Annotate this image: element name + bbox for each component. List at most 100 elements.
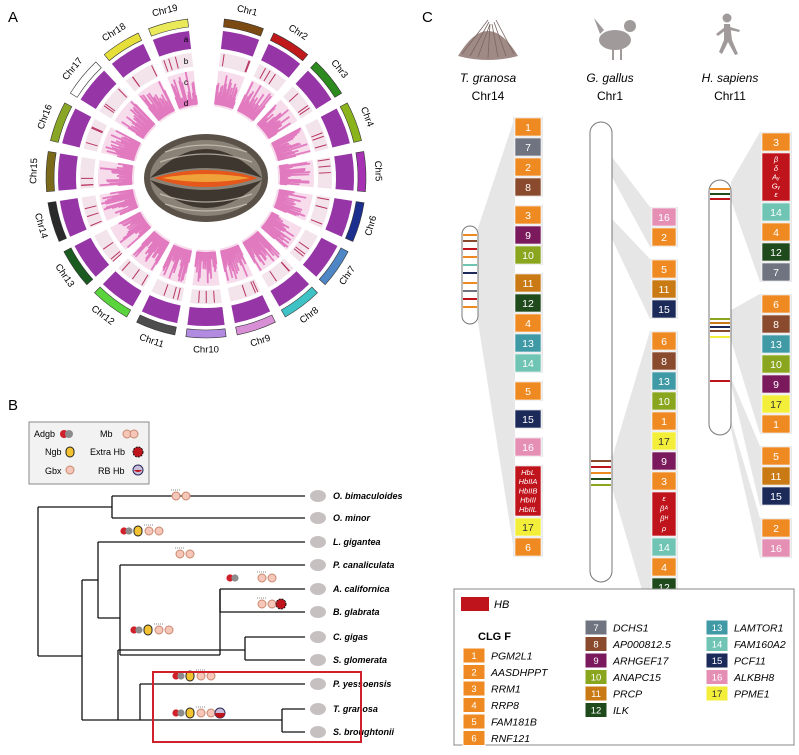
legend-number: 16 — [712, 673, 723, 684]
chromosome-label-chr19: Chr19 — [151, 3, 179, 20]
gene-number-label: 11 — [523, 278, 534, 290]
gbx-glyph — [172, 492, 180, 500]
track-b-chr15 — [58, 153, 78, 190]
species-icon — [310, 726, 326, 738]
legend-gene-name: AASDHPPT — [490, 667, 549, 679]
adgb-glyph — [125, 527, 132, 534]
gene-number-label: 5 — [661, 264, 667, 276]
legend-gene-name: ARHGEF17 — [612, 656, 670, 668]
chromosome-label-chr16: Chr16 — [35, 103, 54, 131]
gbx-glyph — [258, 574, 266, 582]
gene-number-label: 14 — [658, 542, 670, 554]
legend-gene-name: DCHS1 — [613, 623, 649, 635]
gene-number-label: 9 — [773, 379, 779, 391]
gene-number-label: 3 — [661, 476, 667, 488]
ideogram-band — [463, 306, 477, 308]
species-icon — [310, 536, 326, 548]
legend-number: 13 — [712, 623, 723, 634]
ngb-glyph — [186, 708, 194, 718]
legend-number: 15 — [712, 656, 723, 667]
legend-hb-swatch — [461, 597, 489, 611]
legend-number: 11 — [591, 689, 601, 700]
legend-number: 17 — [712, 689, 723, 700]
gene-number-label: 8 — [773, 319, 779, 331]
hb-gene-label: HbIIA — [519, 477, 538, 486]
legend-number: 12 — [591, 706, 602, 717]
legend-gene-name: AP000812.5 — [612, 639, 671, 651]
gene-number-label: 14 — [770, 207, 782, 219]
track-d-bar — [280, 184, 287, 185]
hb-gene-label: βᴬ — [659, 504, 668, 513]
legend-hb-label: HB — [494, 599, 509, 611]
gene-number-label: 6 — [773, 299, 779, 311]
track-b-chr5 — [334, 153, 354, 190]
chromosome-label-chr8: Chr8 — [298, 305, 321, 326]
legend-gene-name: PRCP — [613, 689, 642, 701]
ideogram-band — [591, 484, 611, 486]
legend-gene-name: FAM160A2 — [734, 639, 786, 651]
legend-number: 9 — [593, 656, 598, 667]
gene-number-label: 12 — [770, 247, 782, 259]
species-label: C. gigas — [333, 632, 368, 642]
track-c-chr15 — [80, 157, 96, 189]
species-label: L. gigantea — [333, 537, 381, 547]
chromosome-label-chr7: Chr7 — [337, 264, 358, 287]
gbx-glyph — [258, 600, 266, 608]
gbx-glyph — [176, 550, 184, 558]
gbx-glyph — [197, 672, 205, 680]
legend-gene-name: PGM2L1 — [491, 651, 532, 663]
adgb-glyph — [231, 574, 238, 581]
hb-gene-label: Aᵧ — [771, 173, 780, 182]
synteny-link — [612, 331, 650, 617]
ideogram-band — [463, 240, 477, 242]
hb-gene-label: HbIIB — [519, 486, 538, 495]
ideogram-band — [591, 466, 611, 468]
track-label-b: b — [184, 57, 189, 66]
legend-gene-name: LAMTOR1 — [734, 623, 783, 635]
legend-gene-name: RRP8 — [491, 700, 519, 712]
ideogram-band — [710, 188, 730, 190]
gene-number-label: 1 — [773, 419, 779, 431]
ideogram-band — [591, 478, 611, 480]
gene-number-label: 11 — [771, 471, 782, 483]
legend-gene-name: ANAPC15 — [612, 672, 661, 684]
legend-number: 10 — [591, 673, 602, 684]
legend-number: 2 — [471, 668, 476, 679]
chromosome-label-chr10: Chr10 — [193, 345, 219, 356]
gene-number-label: 16 — [770, 543, 782, 555]
ideogram-band — [463, 298, 477, 300]
chromosome-band-chr10 — [186, 329, 226, 338]
gene-number-label: 17 — [658, 436, 670, 448]
legend-gene-name: ALKBH8 — [733, 672, 774, 684]
gene-number-label: 13 — [522, 338, 534, 350]
hb-gene-label: ρ — [661, 524, 667, 533]
chromosome-band-chr15 — [46, 151, 56, 191]
ideogram-band — [463, 256, 477, 258]
chromosome-label-chr3: Chr3 — [328, 58, 350, 81]
clam-icon — [458, 20, 518, 60]
gene-number-label: 5 — [525, 386, 531, 398]
track-label-d: d — [184, 99, 188, 108]
track-b-chr1 — [221, 31, 259, 57]
gene-number-label: 13 — [658, 376, 670, 388]
chromosome-label-chr4: Chr4 — [358, 105, 376, 128]
legend-gbx: Gbx — [45, 466, 62, 476]
gene-number-label: 7 — [773, 267, 779, 279]
species-title: G. gallus — [586, 71, 633, 85]
species-title: H. sapiens — [702, 71, 759, 85]
gene-number-label: 14 — [522, 358, 534, 370]
species-icon — [310, 512, 326, 524]
hb-gene-label: β — [773, 155, 779, 164]
ideogram-band — [710, 326, 730, 328]
legend-gene-name: RRM1 — [491, 684, 521, 696]
gallus-chr1-ideogram — [590, 122, 612, 582]
hb-gene-label: HbL — [521, 468, 535, 477]
sapiens-chr11-ideogram — [709, 180, 731, 435]
chromosome-title: Chr11 — [714, 89, 746, 103]
legend-number: 5 — [471, 717, 476, 728]
legend-number: 7 — [593, 623, 598, 634]
ideogram-band — [463, 272, 477, 274]
gene-number-label: 4 — [773, 227, 779, 239]
